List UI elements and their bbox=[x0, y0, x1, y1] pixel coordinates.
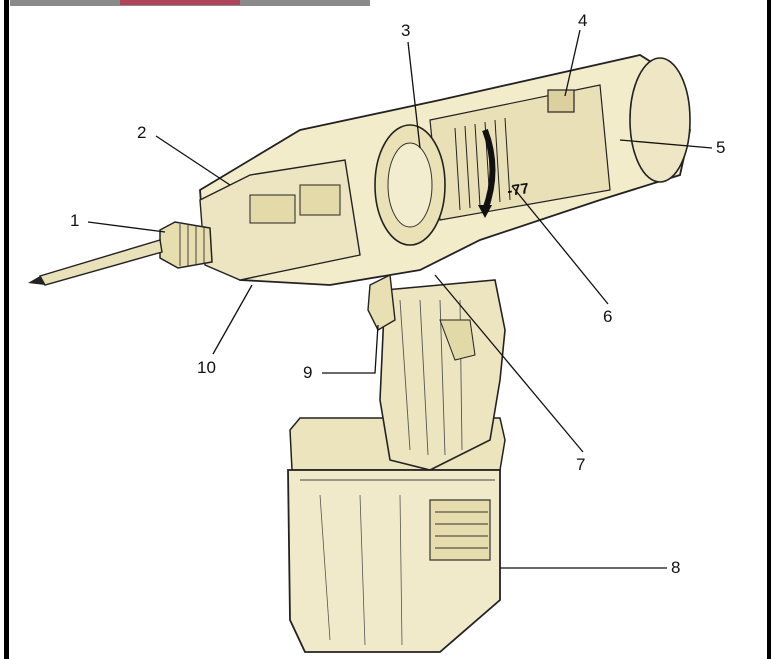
callout-2: 2 bbox=[137, 123, 147, 142]
callout-4: 4 bbox=[578, 11, 588, 30]
callout-8: 8 bbox=[671, 558, 681, 577]
motor-housing: -77 bbox=[199, 54, 691, 286]
right-border-rule bbox=[767, 0, 771, 659]
body-marking: -77 bbox=[506, 180, 530, 200]
callout-3: 3 bbox=[401, 21, 411, 40]
callout-6: 6 bbox=[603, 307, 613, 326]
trigger bbox=[367, 273, 396, 331]
handle-grip bbox=[379, 279, 506, 471]
callout-7: 7 bbox=[576, 455, 586, 474]
callout-9: 9 bbox=[303, 363, 313, 382]
callout-1: 1 bbox=[70, 211, 80, 230]
chuck-and-bit bbox=[28, 221, 213, 286]
leader-lines bbox=[87, 29, 713, 569]
cropped-title-strip bbox=[10, 0, 370, 6]
callout-5: 5 bbox=[716, 138, 726, 157]
callout-10: 10 bbox=[197, 358, 216, 377]
left-border-rule bbox=[4, 0, 9, 659]
